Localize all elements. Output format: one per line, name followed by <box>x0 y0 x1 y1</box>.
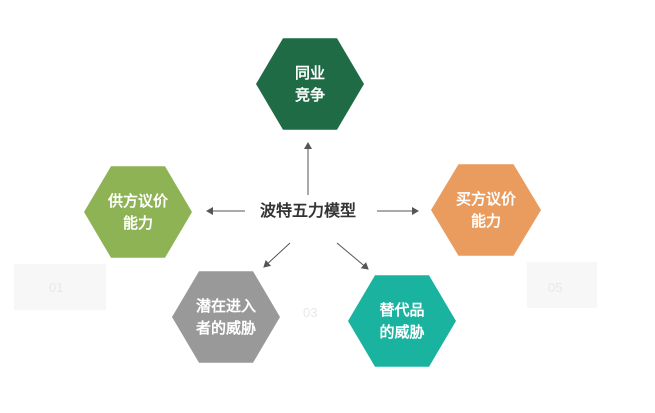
arrow-to-bottom-left <box>263 242 291 268</box>
force-label-line2: 者的威胁 <box>195 319 256 337</box>
force-new-entrants: 潜在进入 者的威胁 <box>172 271 280 363</box>
force-label-line2: 的威胁 <box>379 323 425 341</box>
force-substitutes: 替代品 的威胁 <box>348 275 456 367</box>
force-label-line2: 竞争 <box>294 86 325 104</box>
force-label-line1: 潜在进入 <box>195 297 256 315</box>
background-number-01: 01 <box>49 280 64 295</box>
force-label-line1: 同业 <box>294 64 325 82</box>
force-label-line2: 能力 <box>470 212 501 230</box>
force-label-line1: 供方议价 <box>107 192 168 210</box>
arrow-to-bottom-right <box>336 242 369 270</box>
force-label-line1: 替代品 <box>379 301 425 319</box>
force-label-line1: 买方议价 <box>455 190 516 208</box>
background-panel-right <box>527 262 597 308</box>
background-number-05: 05 <box>548 280 563 295</box>
background-panel-left <box>14 264 106 310</box>
force-label-line2: 能力 <box>122 214 153 232</box>
center-title: 波特五力模型 <box>259 201 356 220</box>
background-number-03: 03 <box>303 305 318 320</box>
